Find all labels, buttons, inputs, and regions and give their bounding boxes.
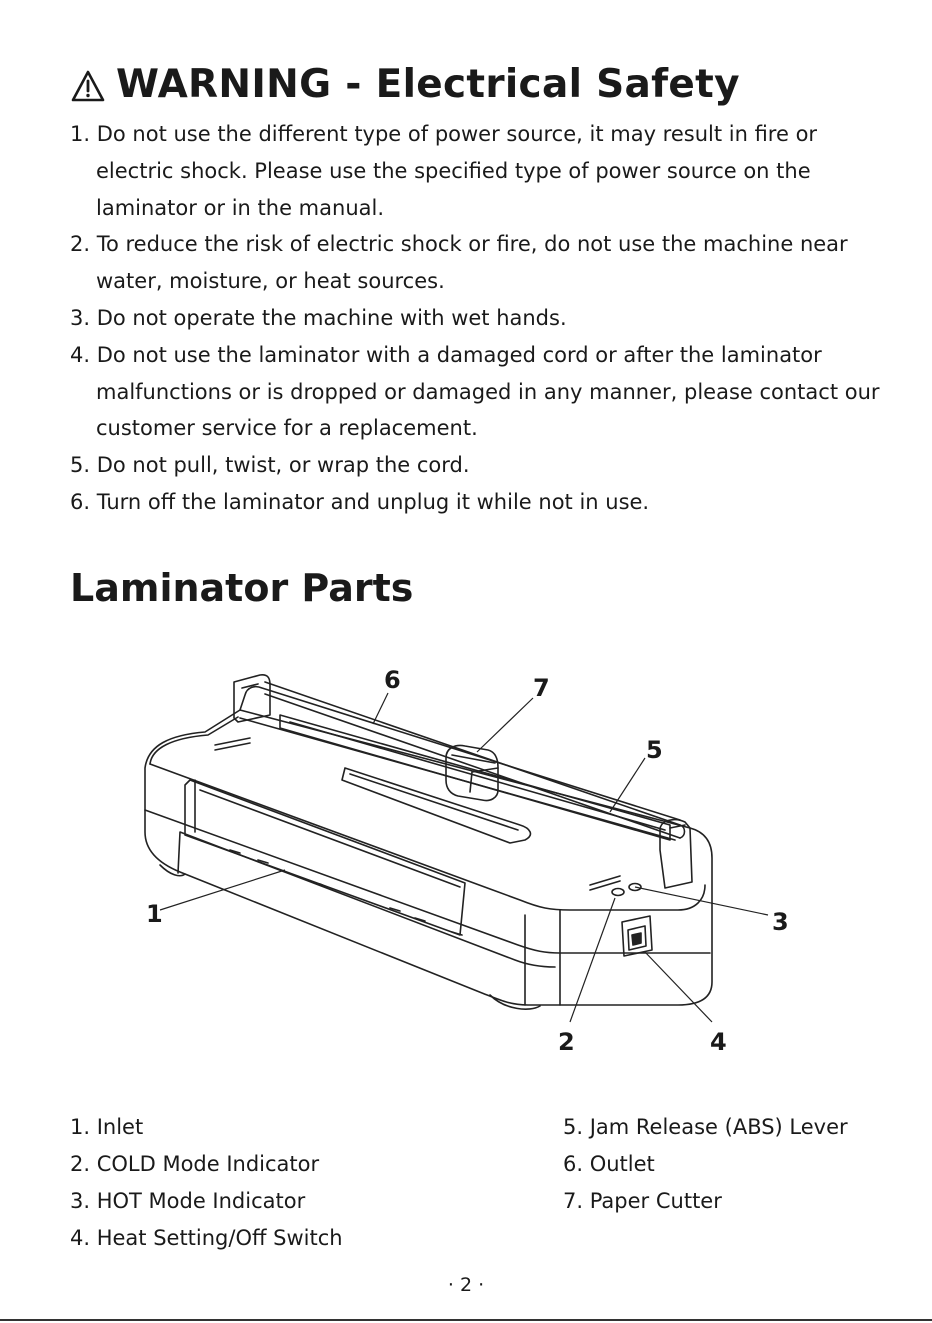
warning-item: 3. Do not operate the machine with wet h… [70,305,567,330]
callout-3: 3 [772,908,789,936]
part-item: 2. COLD Mode Indicator [70,1152,320,1176]
part-item: 5. Jam Release (ABS) Lever [563,1115,848,1139]
callout-7: 7 [533,674,550,702]
part-item: 7. Paper Cutter [563,1189,722,1213]
page-number: · 2 · [447,1274,485,1296]
callout-6: 6 [384,666,401,694]
part-item: 4. Heat Setting/Off Switch [70,1226,343,1250]
warning-item: 2. To reduce the risk of electric shock … [70,232,848,294]
warning-item: 4. Do not use the laminator with a damag… [70,342,880,441]
warning-title-text: WARNING - Electrical Safety [116,62,740,107]
warning-list: 1. Do not use the different type of powe… [70,116,890,521]
laminator-diagram: 1 2 3 4 5 6 7 [130,660,810,1060]
callout-5: 5 [646,736,663,764]
callout-1: 1 [146,900,163,928]
part-item: 3. HOT Mode Indicator [70,1189,306,1213]
laminator-illustration: 1 2 3 4 5 6 7 [144,666,789,1056]
parts-heading: Laminator Parts [70,566,414,610]
bottom-divider [0,1319,932,1321]
warning-item: 1. Do not use the different type of powe… [70,122,818,220]
warning-heading: WARNING - Electrical Safety [70,62,740,107]
callout-4: 4 [710,1028,727,1056]
parts-list-left: 1. Inlet 2. COLD Mode Indicator 3. HOT M… [70,1109,343,1257]
warning-item: 5. Do not pull, twist, or wrap the cord. [70,453,470,478]
part-item: 6. Outlet [563,1152,655,1176]
warning-triangle-icon [70,68,106,102]
parts-list-right: 5. Jam Release (ABS) Lever 6. Outlet 7. … [563,1109,848,1220]
warning-item: 6. Turn off the laminator and unplug it … [70,489,650,514]
callout-2: 2 [558,1028,575,1056]
part-item: 1. Inlet [70,1115,144,1139]
